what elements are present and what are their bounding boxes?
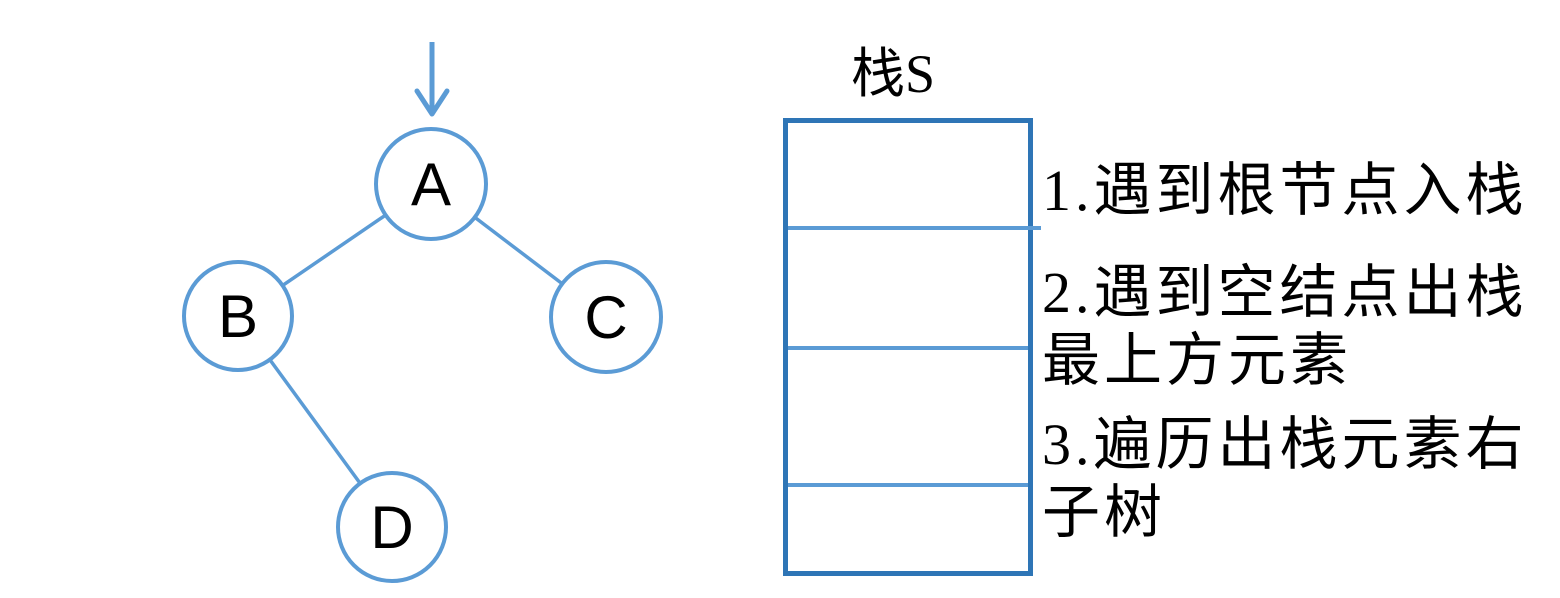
stack-divider-3 bbox=[788, 483, 1028, 487]
step-1-line-1: 1.遇到根节点入栈 bbox=[1042, 158, 1528, 223]
tree-node-circle-D bbox=[336, 471, 448, 583]
step-2: 2.遇到空结点出栈 最上方元素 bbox=[1042, 259, 1557, 395]
stack-cell-4 bbox=[788, 487, 1028, 572]
step-3-line-1: 3.遍历出栈元素右 bbox=[1042, 412, 1528, 477]
algorithm-steps: 1.遇到根节点入栈 2.遇到空结点出栈 最上方元素 3.遍历出栈元素右 子树 bbox=[1042, 157, 1557, 547]
tree-node-label-B: B bbox=[218, 283, 258, 350]
step-2-line-2: 最上方元素 bbox=[1042, 328, 1353, 393]
step-2-line-1: 2.遇到空结点出栈 bbox=[1042, 260, 1528, 325]
root-arrow-head bbox=[414, 88, 450, 117]
stack-divider-2 bbox=[788, 346, 1028, 350]
stack-divider-1 bbox=[788, 226, 1041, 230]
step-3-line-2: 子树 bbox=[1042, 480, 1167, 545]
step-3: 3.遍历出栈元素右 子树 bbox=[1042, 411, 1557, 547]
stack-cell-1 bbox=[788, 122, 1028, 222]
stack-label: 栈S bbox=[850, 44, 936, 104]
step-1: 1.遇到根节点入栈 bbox=[1042, 157, 1557, 225]
tree-node-label-D: D bbox=[370, 494, 413, 561]
tree-node-label-A: A bbox=[411, 151, 451, 218]
stack-cell-3 bbox=[788, 350, 1028, 479]
stack-cell-2 bbox=[788, 230, 1028, 342]
tree-node-circle-B bbox=[182, 260, 294, 372]
tree-node-label-C: C bbox=[584, 284, 627, 351]
tree-node-circle-A bbox=[374, 127, 488, 241]
binary-tree-diagram: A B C D bbox=[182, 42, 663, 583]
tree-node-circle-C bbox=[549, 260, 663, 374]
